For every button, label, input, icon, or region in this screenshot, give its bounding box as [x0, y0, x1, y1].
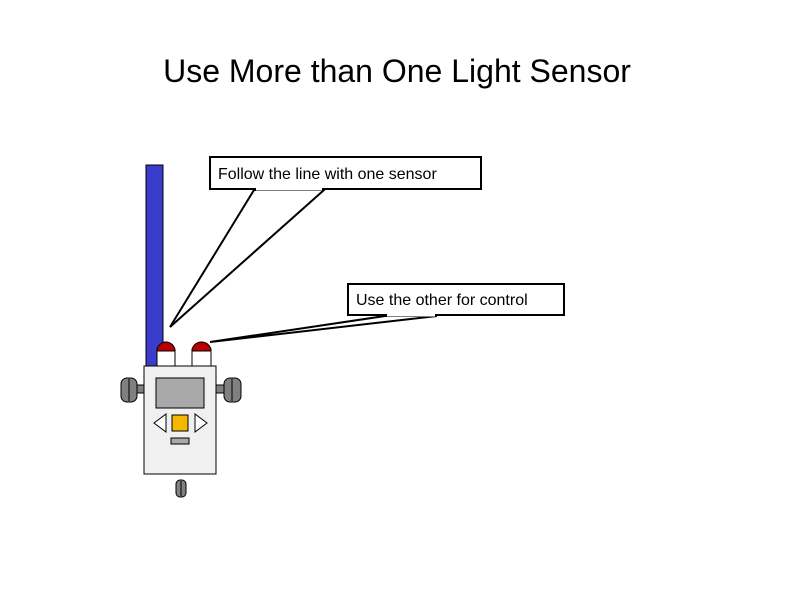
blue-line-track	[146, 165, 163, 368]
callout-control-text: Use the other for control	[356, 292, 528, 309]
robot-screen	[156, 378, 204, 408]
orange-enter-button-icon	[172, 415, 188, 431]
callout-control: Use the other for control	[210, 284, 564, 342]
callout-follow-line-text: Follow the line with one sensor	[218, 166, 437, 183]
left-light-sensor	[157, 342, 175, 366]
right-light-sensor	[192, 342, 211, 366]
cancel-button-icon	[171, 438, 189, 444]
